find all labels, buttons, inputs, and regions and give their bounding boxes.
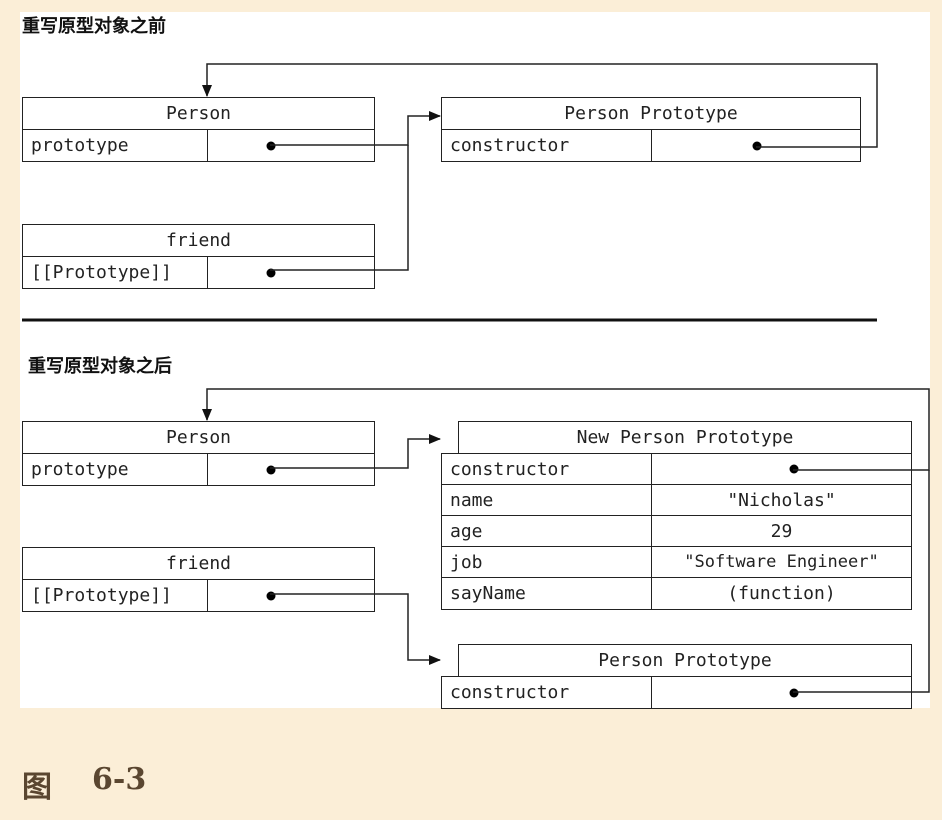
row-key: prototype bbox=[23, 130, 208, 161]
new-prototype-row-name: name "Nicholas" bbox=[442, 485, 911, 516]
figure-caption: 图 6-3 bbox=[22, 762, 146, 806]
row-value: 29 bbox=[770, 521, 793, 542]
row-key: sayName bbox=[442, 578, 652, 609]
new-person-prototype-header: New Person Prototype bbox=[576, 427, 794, 448]
new-prototype-row-sayname: sayName (function) bbox=[442, 578, 911, 609]
bottom-person-prototype-rows: constructor bbox=[441, 676, 912, 709]
top-person-box: Person prototype bbox=[22, 97, 375, 162]
bottom-person-box: Person prototype bbox=[22, 421, 375, 486]
row-key: constructor bbox=[442, 677, 652, 708]
bottom-person-row-prototype: prototype bbox=[23, 454, 374, 485]
row-key: job bbox=[442, 547, 652, 577]
bottom-friend-row-prototype: [[Prototype]] bbox=[23, 580, 374, 611]
new-prototype-row-constructor: constructor bbox=[442, 454, 911, 485]
top-person-row-prototype: prototype bbox=[23, 130, 374, 161]
new-prototype-row-job: job "Software Engineer" bbox=[442, 547, 911, 578]
row-value bbox=[652, 677, 911, 708]
row-key: prototype bbox=[23, 454, 208, 485]
row-key: name bbox=[442, 485, 652, 515]
new-person-prototype-rows: constructor name "Nicholas" age 29 job "… bbox=[441, 453, 912, 610]
top-person-header: Person bbox=[23, 98, 374, 130]
row-key: [[Prototype]] bbox=[23, 257, 208, 288]
bottom-person-prototype-header: Person Prototype bbox=[598, 650, 772, 671]
pointer-dot bbox=[789, 688, 799, 697]
top-section-title: 重写原型对象之前 bbox=[22, 16, 166, 37]
pointer-dot bbox=[789, 464, 799, 474]
bottom-section-title: 重写原型对象之后 bbox=[28, 356, 172, 377]
pointer-dot bbox=[266, 591, 276, 600]
figure-caption-number: 6-3 bbox=[92, 762, 147, 797]
row-key: [[Prototype]] bbox=[23, 580, 208, 611]
top-person-prototype-header: Person Prototype bbox=[442, 98, 860, 130]
top-person-prototype-row-constructor: constructor bbox=[442, 130, 860, 161]
pointer-dot bbox=[266, 268, 276, 277]
pointer-dot bbox=[266, 465, 276, 474]
bottom-friend-header: friend bbox=[23, 548, 374, 580]
row-value: (function) bbox=[727, 583, 836, 604]
row-value bbox=[208, 454, 374, 485]
bottom-person-prototype-header-box: Person Prototype bbox=[458, 644, 912, 677]
row-value bbox=[208, 257, 374, 288]
row-value bbox=[208, 580, 374, 611]
row-value bbox=[208, 130, 374, 161]
new-prototype-row-age: age 29 bbox=[442, 516, 911, 547]
top-person-prototype-box: Person Prototype constructor bbox=[441, 97, 861, 162]
bottom-friend-box: friend [[Prototype]] bbox=[22, 547, 375, 612]
row-value bbox=[652, 130, 860, 161]
new-person-prototype-header-box: New Person Prototype bbox=[458, 421, 912, 454]
top-friend-row-prototype: [[Prototype]] bbox=[23, 257, 374, 288]
row-value: "Nicholas" bbox=[727, 490, 836, 511]
row-key: constructor bbox=[442, 130, 652, 161]
pointer-dot bbox=[266, 141, 276, 150]
top-friend-box: friend [[Prototype]] bbox=[22, 224, 375, 289]
figure-caption-label: 图 bbox=[22, 770, 52, 805]
row-value bbox=[652, 454, 911, 484]
bottom-person-header: Person bbox=[23, 422, 374, 454]
row-value: "Software Engineer" bbox=[684, 552, 879, 572]
row-key: age bbox=[442, 516, 652, 546]
top-friend-header: friend bbox=[23, 225, 374, 257]
pointer-dot bbox=[752, 141, 762, 150]
bottom-person-prototype-row-constructor: constructor bbox=[442, 677, 911, 708]
row-key: constructor bbox=[442, 454, 652, 484]
